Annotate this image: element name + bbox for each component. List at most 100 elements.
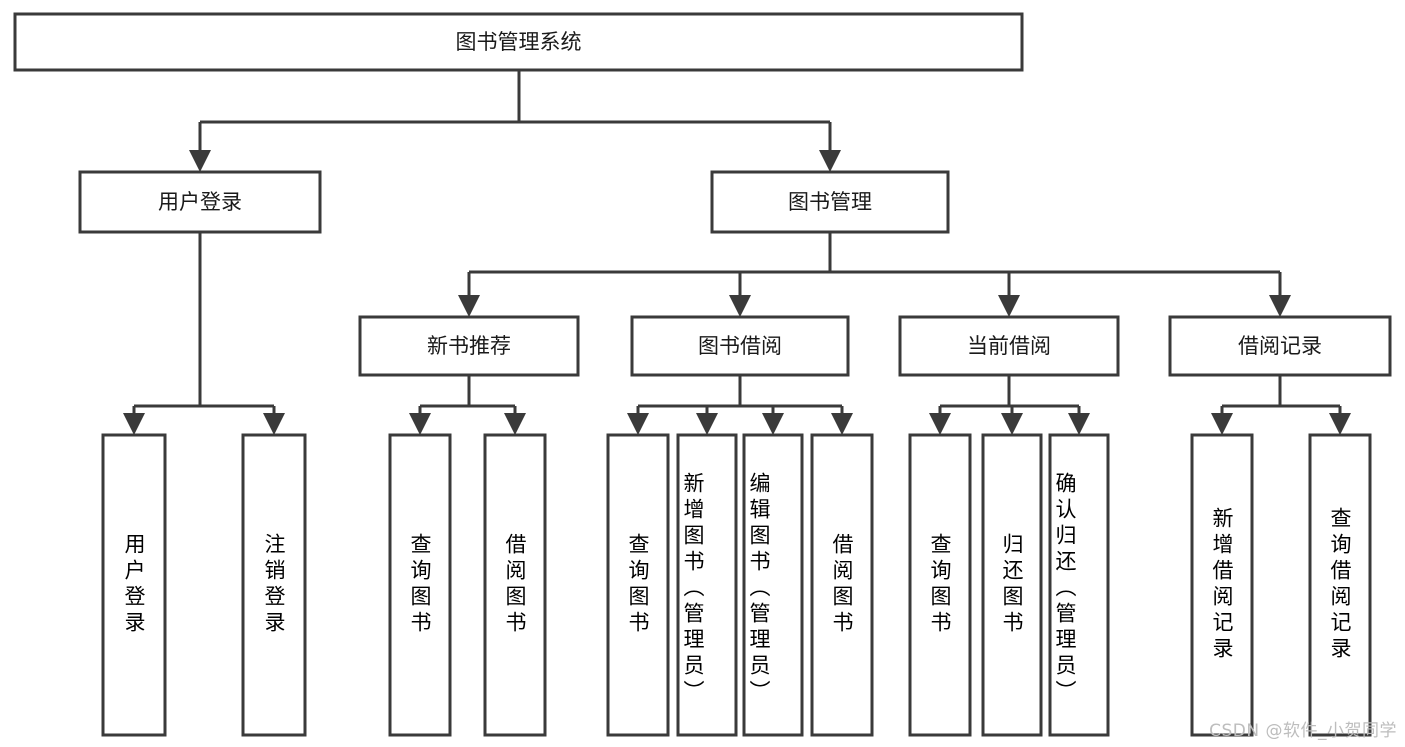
arrow-head-icon bbox=[762, 413, 784, 435]
node-label: 确认归还（管理员） bbox=[1053, 472, 1077, 706]
node-label: 借阅图书 bbox=[503, 533, 527, 637]
node-label-wrap: 编辑图书（管理员） bbox=[747, 472, 771, 706]
level2-node-2[interactable]: 当前借阅 bbox=[898, 315, 1120, 377]
node-rect bbox=[676, 433, 738, 737]
node-rect bbox=[898, 315, 1120, 377]
level2-node-0[interactable]: 新书推荐 bbox=[358, 315, 580, 377]
arrow-head-icon bbox=[1329, 413, 1351, 435]
node-label: 归还图书 bbox=[1000, 533, 1024, 637]
arrow-head-icon bbox=[409, 413, 431, 435]
arrow-head-icon bbox=[504, 413, 526, 435]
node-rect bbox=[1168, 315, 1392, 377]
node-rect bbox=[101, 433, 167, 737]
leaf-node-12[interactable]: 查询借阅记录 bbox=[1308, 433, 1372, 737]
arrow-head-icon bbox=[1211, 413, 1233, 435]
node-label-wrap: 查询图书 bbox=[408, 533, 432, 637]
node-label: 注销登录 bbox=[262, 533, 286, 637]
leaf-node-1[interactable]: 注销登录 bbox=[241, 433, 307, 737]
node-label: 借阅记录 bbox=[1238, 334, 1322, 358]
leaf-node-7[interactable]: 借阅图书 bbox=[810, 433, 874, 737]
level2-node-1[interactable]: 图书借阅 bbox=[630, 315, 850, 377]
node-label: 用户登录 bbox=[158, 190, 242, 214]
edge-group-level2_1_to_leaves bbox=[627, 375, 853, 435]
csdn-watermark: CSDN @软件_小贺同学 bbox=[1209, 721, 1397, 741]
node-rect bbox=[1308, 433, 1372, 737]
arrow-head-icon bbox=[458, 295, 480, 317]
node-label-wrap: 新增借阅记录 bbox=[1210, 507, 1234, 663]
node-label: 用户登录 bbox=[122, 533, 146, 637]
node-label-wrap: 借阅图书 bbox=[503, 533, 527, 637]
node-label: 图书管理 bbox=[788, 190, 872, 214]
edge-group-root_to_level1 bbox=[189, 70, 841, 172]
node-label: 图书借阅 bbox=[698, 334, 782, 358]
arrow-head-icon bbox=[831, 413, 853, 435]
arrow-head-icon bbox=[627, 413, 649, 435]
node-rect bbox=[606, 433, 670, 737]
node-rect bbox=[1190, 433, 1254, 737]
arrow-head-icon bbox=[123, 413, 145, 435]
edge-group-level1_0_to_leaves bbox=[123, 232, 285, 435]
node-rect bbox=[13, 12, 1024, 72]
leaf-node-10[interactable]: 确认归还（管理员） bbox=[1048, 433, 1110, 737]
node-label: 查询图书 bbox=[928, 533, 952, 637]
node-label-wrap: 新增图书（管理员） bbox=[681, 472, 705, 706]
node-label-wrap: 查询借阅记录 bbox=[1328, 507, 1352, 663]
node-rect bbox=[710, 170, 950, 234]
node-rect bbox=[1048, 433, 1110, 737]
node-rect bbox=[241, 433, 307, 737]
edge-group-level1_1_to_level2 bbox=[458, 232, 1291, 317]
arrow-head-icon bbox=[263, 413, 285, 435]
level2-node-3[interactable]: 借阅记录 bbox=[1168, 315, 1392, 377]
leaf-node-11[interactable]: 新增借阅记录 bbox=[1190, 433, 1254, 737]
level1-node-1[interactable]: 图书管理 bbox=[710, 170, 950, 234]
node-label-wrap: 归还图书 bbox=[1000, 533, 1024, 637]
node-rect bbox=[908, 433, 972, 737]
node-label: 查询借阅记录 bbox=[1328, 507, 1352, 663]
leaf-node-4[interactable]: 查询图书 bbox=[606, 433, 670, 737]
node-rect bbox=[810, 433, 874, 737]
leaf-node-5[interactable]: 新增图书（管理员） bbox=[676, 433, 738, 737]
node-label: 查询图书 bbox=[408, 533, 432, 637]
leaf-node-2[interactable]: 查询图书 bbox=[388, 433, 452, 737]
leaf-node-8[interactable]: 查询图书 bbox=[908, 433, 972, 737]
node-label-wrap: 借阅图书 bbox=[830, 533, 854, 637]
arrow-head-icon bbox=[929, 413, 951, 435]
level1-node-0[interactable]: 用户登录 bbox=[78, 170, 322, 234]
node-rect bbox=[358, 315, 580, 377]
arrow-head-icon bbox=[1001, 413, 1023, 435]
edge-group-level2_2_to_leaves bbox=[929, 375, 1090, 435]
node-label: 当前借阅 bbox=[967, 334, 1051, 358]
node-label: 新书推荐 bbox=[427, 334, 511, 358]
edge-group-level2_0_to_leaves bbox=[409, 375, 526, 435]
node-label-wrap: 用户登录 bbox=[122, 533, 146, 637]
node-label-wrap: 查询图书 bbox=[626, 533, 650, 637]
node-boxes: 图书管理系统用户登录图书管理新书推荐图书借阅当前借阅借阅记录用户登录注销登录查询… bbox=[13, 12, 1392, 737]
arrow-head-icon bbox=[189, 150, 211, 172]
arrow-head-icon bbox=[1269, 295, 1291, 317]
root-node-图书管理系统[interactable]: 图书管理系统 bbox=[13, 12, 1024, 72]
node-rect bbox=[483, 433, 547, 737]
node-rect bbox=[630, 315, 850, 377]
node-label: 编辑图书（管理员） bbox=[747, 472, 771, 706]
arrow-head-icon bbox=[1068, 413, 1090, 435]
arrow-head-icon bbox=[729, 295, 751, 317]
node-label-wrap: 注销登录 bbox=[262, 533, 286, 637]
node-label-wrap: 查询图书 bbox=[928, 533, 952, 637]
node-rect bbox=[742, 433, 804, 737]
leaf-node-6[interactable]: 编辑图书（管理员） bbox=[742, 433, 804, 737]
node-label: 图书管理系统 bbox=[456, 30, 582, 54]
leaf-node-9[interactable]: 归还图书 bbox=[981, 433, 1043, 737]
edge-group-level2_3_to_leaves bbox=[1211, 375, 1351, 435]
node-rect bbox=[78, 170, 322, 234]
arrow-head-icon bbox=[696, 413, 718, 435]
arrow-head-icon bbox=[819, 150, 841, 172]
node-label: 新增借阅记录 bbox=[1210, 507, 1234, 663]
connector-edges bbox=[123, 70, 1351, 435]
node-rect bbox=[388, 433, 452, 737]
leaf-node-3[interactable]: 借阅图书 bbox=[483, 433, 547, 737]
node-label: 查询图书 bbox=[626, 533, 650, 637]
leaf-node-0[interactable]: 用户登录 bbox=[101, 433, 167, 737]
node-label: 新增图书（管理员） bbox=[681, 472, 705, 706]
